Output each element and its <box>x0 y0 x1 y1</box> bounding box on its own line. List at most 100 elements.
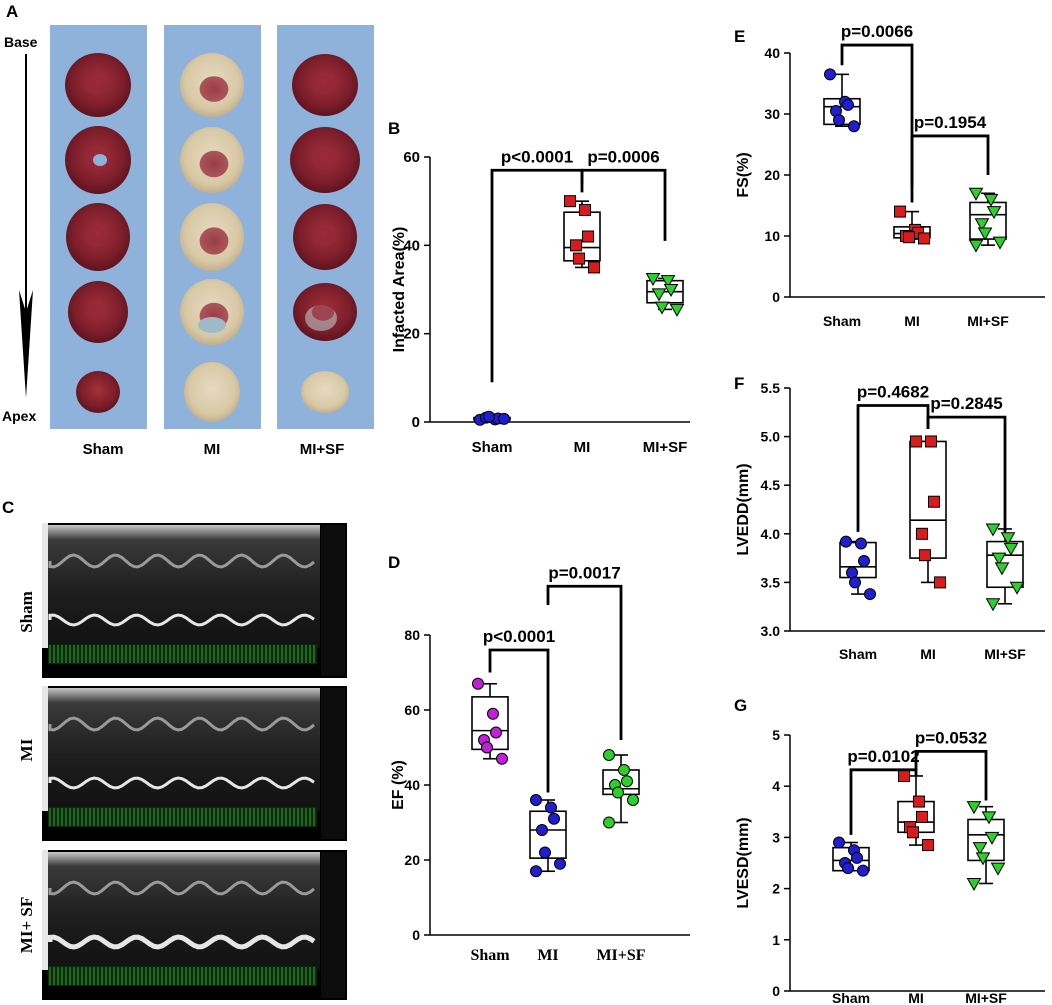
chart-b-y-axis-label: Infacted Area(%) <box>391 227 408 353</box>
data-point <box>539 846 551 859</box>
chart-g-y-axis-label: LVESD(mm) <box>735 817 752 908</box>
chart-b-group-misf <box>645 272 685 317</box>
panel-letter-a: A <box>6 2 18 21</box>
data-point <box>916 527 928 540</box>
chart-f-y-tick-label: 3.0 <box>761 623 781 639</box>
echo-image <box>45 525 320 648</box>
chart-b-p-value-label: p=0.0006 <box>587 147 659 166</box>
echo-wall-trace <box>48 613 315 627</box>
chart-e-category-label: MI+SF <box>967 313 1009 329</box>
data-point <box>903 231 915 244</box>
data-point <box>603 749 615 761</box>
heart-lumen <box>84 226 108 248</box>
echo-image <box>45 688 320 811</box>
chart-f-y-tick-label: 5.5 <box>761 380 781 396</box>
chart-e-significance-bracket <box>910 134 990 203</box>
echo-ecg-strip <box>48 644 317 664</box>
heart-lesion <box>199 150 229 178</box>
data-point <box>496 752 508 765</box>
chart-b-y-tick-label: 0 <box>412 414 420 431</box>
data-point <box>612 786 624 799</box>
chart-e-y-tick-label: 10 <box>764 228 780 244</box>
data-point <box>858 555 870 568</box>
chart-b-y-tick-label: 40 <box>403 237 420 254</box>
chart-g-y-tick-label: 5 <box>772 727 780 743</box>
chart-e-category-label: Sham <box>823 313 861 329</box>
chart-d-category-label: MI+SF <box>596 947 645 964</box>
data-point <box>1000 532 1016 546</box>
data-point <box>833 114 845 127</box>
echo-ecg-strip <box>48 966 317 986</box>
data-point <box>975 852 991 866</box>
data-point <box>919 549 931 562</box>
data-point <box>621 775 633 788</box>
data-point <box>985 598 1001 612</box>
apex-label: Apex <box>2 408 36 424</box>
panel-letter-d: D <box>388 553 400 572</box>
chart-b-y-tick-label: 20 <box>403 326 420 343</box>
data-point <box>627 794 639 806</box>
chart-f-category-label: MI <box>920 646 936 662</box>
echo-row-label-misf: MI+ SF <box>17 897 36 953</box>
chart-g-group-sham <box>832 836 870 877</box>
data-point <box>618 764 630 776</box>
echo-images <box>42 523 347 1000</box>
echo-scale-bar <box>321 525 345 676</box>
heart-lumen <box>310 150 336 170</box>
data-point <box>968 187 984 201</box>
data-point <box>981 811 997 825</box>
data-point <box>992 236 1008 250</box>
chart-g-group-mi <box>897 769 935 852</box>
chart-f-category-label: MI+SF <box>984 646 1026 662</box>
data-point <box>654 301 670 315</box>
heart-lesion <box>199 76 229 102</box>
heart-slice <box>301 371 349 413</box>
chart-f-y-tick-label: 3.5 <box>761 574 781 590</box>
chart-d-significance-bracket <box>546 584 623 740</box>
echo-wall-trace <box>47 934 316 950</box>
data-point <box>974 218 990 232</box>
chart-g-category-label: MI+SF <box>965 990 1007 1005</box>
box <box>471 696 509 751</box>
chart-e-p-value-label: p=0.1954 <box>914 113 987 132</box>
data-point <box>645 272 661 286</box>
data-point <box>894 205 906 218</box>
data-point <box>573 252 585 265</box>
chart-d-group-misf <box>602 749 640 829</box>
data-point <box>990 862 1006 876</box>
data-point <box>603 816 615 829</box>
data-point <box>545 801 557 814</box>
chart-g-y-tick-label: 3 <box>772 829 780 845</box>
chart-d-category-label: MI <box>537 947 558 964</box>
data-point <box>977 227 993 241</box>
data-point <box>922 839 934 852</box>
panel-letter-g: G <box>734 696 747 715</box>
echo-wall-trace <box>48 880 315 896</box>
panel-letter-f: F <box>734 374 744 393</box>
heart-lesion <box>199 227 229 255</box>
chart-d-group-mi <box>529 794 567 878</box>
echo-wall-trace <box>48 553 315 569</box>
heart-lumen <box>93 154 107 166</box>
echo-ecg-strip <box>48 807 317 827</box>
data-point <box>564 195 576 208</box>
heart-lumen <box>311 227 335 247</box>
data-point <box>472 677 484 690</box>
chart-b-category-label: MI <box>574 439 591 456</box>
data-point <box>984 831 1000 845</box>
column-label-misf: MI+SF <box>300 441 345 458</box>
chart-d-y-tick-label: 80 <box>404 627 420 643</box>
data-point <box>663 284 679 298</box>
heart-lumen <box>311 303 335 321</box>
heart-lumen <box>198 317 226 333</box>
data-point <box>913 795 925 808</box>
chart-f-category-label: Sham <box>839 646 877 662</box>
chart-d-group-sham <box>471 677 509 765</box>
chart-d-category-label: Sham <box>470 947 510 964</box>
chart-b-group-sham <box>473 410 511 426</box>
chart-f-y-axis-label: LVEDD(mm) <box>735 463 752 555</box>
data-point <box>966 877 982 891</box>
data-point <box>536 824 548 836</box>
